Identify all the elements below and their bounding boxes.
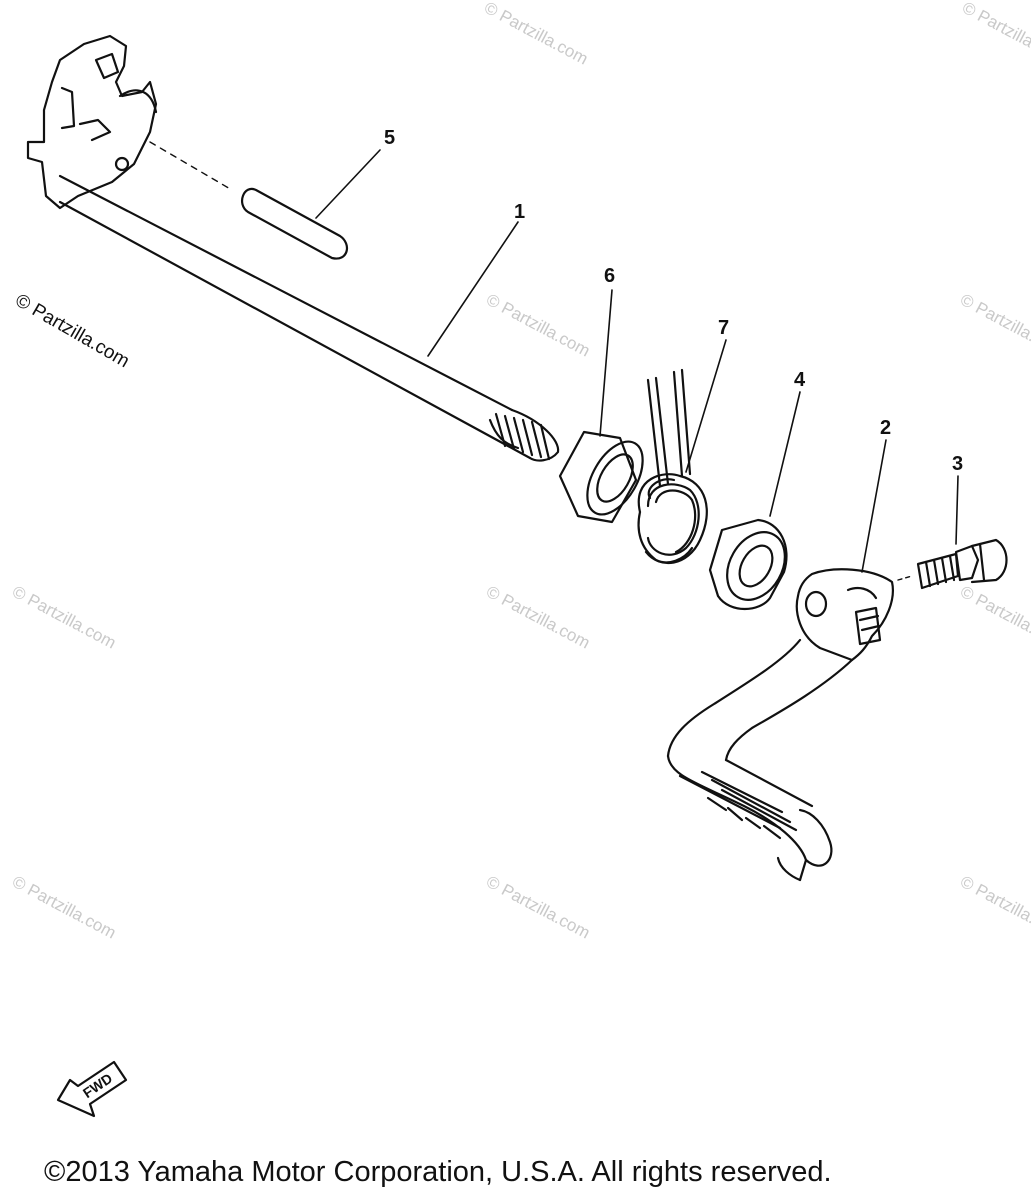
fwd-arrow-icon: FWD [56, 1060, 128, 1118]
callout-1: 1 [514, 201, 525, 223]
torsion-spring [637, 368, 708, 565]
callout-3: 3 [952, 453, 963, 475]
callout-4: 4 [794, 369, 806, 391]
fwd-label: FWD [80, 1070, 115, 1101]
shift-shaft [26, 34, 560, 462]
oil-seal [708, 518, 788, 610]
shift-pedal [666, 568, 894, 882]
pin [240, 187, 349, 260]
callout-2: 2 [880, 417, 891, 439]
callout-6: 6 [604, 265, 615, 287]
callout-7: 7 [718, 317, 729, 339]
copyright-notice: ©2013 Yamaha Motor Corporation, U.S.A. A… [44, 1156, 832, 1188]
callout-5: 5 [384, 127, 395, 149]
bolt [897, 538, 1008, 590]
collar [558, 430, 644, 524]
